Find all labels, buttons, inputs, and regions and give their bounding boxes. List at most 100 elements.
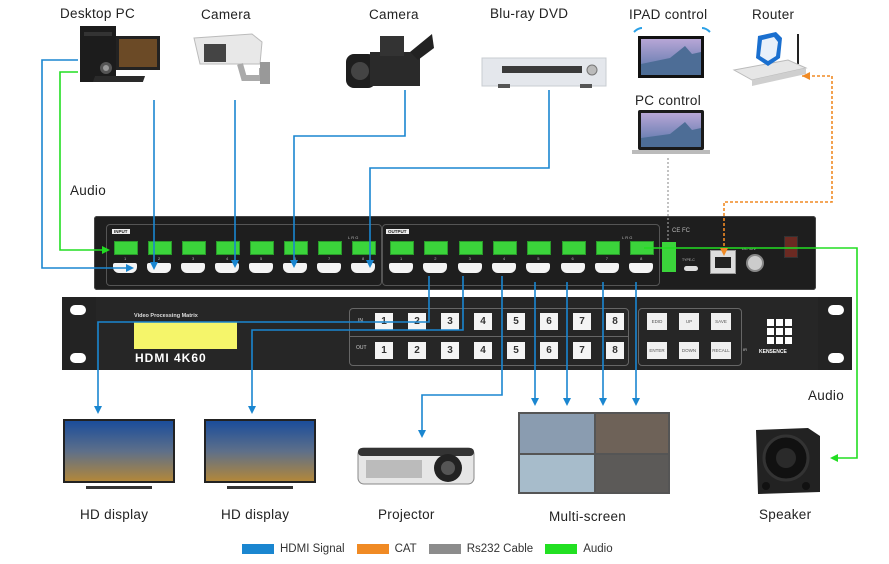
out-button-2[interactable]: 2 (408, 342, 426, 359)
up-button[interactable]: UP (679, 313, 699, 330)
lrg-out: L R G (622, 235, 633, 240)
out-port-number: 5 (537, 256, 540, 261)
legend-item-hdmi: HDMI Signal (242, 543, 345, 555)
edid-button[interactable]: EDID (647, 313, 667, 330)
lcd-display (134, 322, 237, 349)
desktop-pc-icon (80, 26, 160, 82)
bluray-player-icon (481, 57, 607, 88)
typec-label: TYPE-C (682, 258, 695, 262)
switch-button-group (349, 308, 629, 366)
camcorder-icon (346, 34, 434, 88)
in-hdmi-port-4[interactable] (215, 263, 239, 273)
out-hdmi-port-5[interactable] (526, 263, 551, 273)
in-hdmi-port-5[interactable] (249, 263, 273, 273)
wire-router-cat (720, 75, 833, 256)
enter-button[interactable]: ENTER (647, 342, 667, 359)
out-audio-terminal-2 (424, 241, 449, 255)
in-port-number: 1 (124, 256, 127, 261)
ipad-icon (633, 27, 711, 78)
legend-label-hdmi: HDMI Signal (280, 543, 345, 555)
out-audio-terminal-6 (561, 241, 586, 255)
ethernet-port[interactable] (710, 250, 736, 274)
model-caption: Video Processing Matrix (134, 313, 198, 319)
projector-icon (357, 447, 475, 485)
out-button-4[interactable]: 4 (474, 342, 492, 359)
label-hd-display-2: HD display (221, 507, 290, 522)
wire-camcorder-hdmi (290, 90, 406, 268)
in-hdmi-port-7[interactable] (317, 263, 341, 273)
label-multiscreen: Multi-screen (549, 509, 627, 524)
in-hdmi-port-6[interactable] (283, 263, 307, 273)
out-audio-terminal-5 (527, 241, 552, 255)
in-port-number: 5 (260, 256, 263, 261)
legend-item-cat: CAT (356, 543, 417, 555)
output-section (382, 224, 660, 286)
label-pc-control: PC control (635, 93, 702, 108)
label-speaker: Speaker (759, 507, 812, 522)
dc-power-jack (746, 254, 764, 272)
lrg-in: L R G (348, 235, 359, 240)
out-hdmi-port-8[interactable] (629, 263, 654, 273)
out-button-7[interactable]: 7 (573, 342, 591, 359)
legend-label-cat: CAT (394, 543, 417, 555)
in-label: IN (358, 318, 363, 324)
out-port-number: 7 (605, 256, 609, 261)
wire-pc-hdmi (41, 59, 134, 272)
in-button-7[interactable]: 7 (573, 313, 591, 330)
kensence-logo-icon (767, 319, 792, 344)
model-name: HDMI 4K60 (135, 351, 207, 365)
input-tag: INPUT (112, 229, 130, 234)
out-button-6[interactable]: 6 (540, 342, 558, 359)
out-port-number: 3 (468, 256, 471, 261)
out-button-5[interactable]: 5 (507, 342, 525, 359)
in-button-8[interactable]: 8 (606, 313, 624, 330)
label-projector: Projector (378, 507, 435, 522)
out-audio-terminal-7 (595, 241, 620, 255)
in-audio-terminal-6 (284, 241, 308, 255)
save-button[interactable]: SAVE (711, 313, 731, 330)
router-icon (732, 32, 808, 86)
label-hd-display-1: HD display (80, 507, 149, 522)
power-switch[interactable] (784, 236, 798, 258)
recall-button[interactable]: RECALL (711, 342, 731, 359)
in-port-number: 7 (328, 256, 331, 261)
legend-swatch-hdmi (242, 544, 274, 554)
laptop-pc-icon (632, 110, 710, 154)
in-hdmi-port-3[interactable] (181, 263, 205, 273)
wire-speaker-audio (644, 247, 858, 462)
hd-display-2-icon (204, 419, 316, 489)
out-port-number: 1 (400, 256, 403, 261)
out-hdmi-port-7[interactable] (594, 263, 619, 273)
out-port-number: 6 (571, 256, 574, 261)
wire-bluray-hdmi (366, 90, 550, 268)
out-button-8[interactable]: 8 (606, 342, 624, 359)
output-tag: OUTPUT (386, 229, 409, 234)
down-button[interactable]: DOWN (679, 342, 699, 359)
label-desktop-pc: Desktop PC (60, 6, 136, 21)
legend-swatch-cat (356, 544, 389, 554)
in-button-6[interactable]: 6 (540, 313, 558, 330)
in-button-5[interactable]: 5 (507, 313, 525, 330)
out-hdmi-port-6[interactable] (560, 263, 585, 273)
input-section (106, 224, 382, 286)
in-port-number: 2 (158, 256, 161, 261)
out-button-1[interactable]: 1 (375, 342, 393, 359)
security-camera-icon (193, 33, 270, 84)
out-audio-terminal-1 (390, 241, 414, 255)
out-hdmi-port-4[interactable] (491, 263, 516, 273)
out-port-number: 2 (434, 256, 437, 261)
in-hdmi-port-8[interactable] (351, 263, 375, 273)
in-audio-terminal-1 (114, 241, 138, 255)
out-hdmi-port-1[interactable] (389, 263, 413, 273)
in-hdmi-port-2[interactable] (147, 263, 171, 273)
legend-item-rs232: Rs232 Cable (428, 543, 533, 555)
out-label: OUT (356, 345, 367, 351)
in-button-3[interactable]: 3 (441, 313, 459, 330)
out-button-3[interactable]: 3 (441, 342, 459, 359)
label-audio-right: Audio (808, 388, 845, 403)
out-hdmi-port-2[interactable] (423, 263, 448, 273)
in-button-4[interactable]: 4 (474, 313, 492, 330)
out-port-number: 8 (640, 256, 643, 261)
out-hdmi-port-3[interactable] (457, 263, 482, 273)
